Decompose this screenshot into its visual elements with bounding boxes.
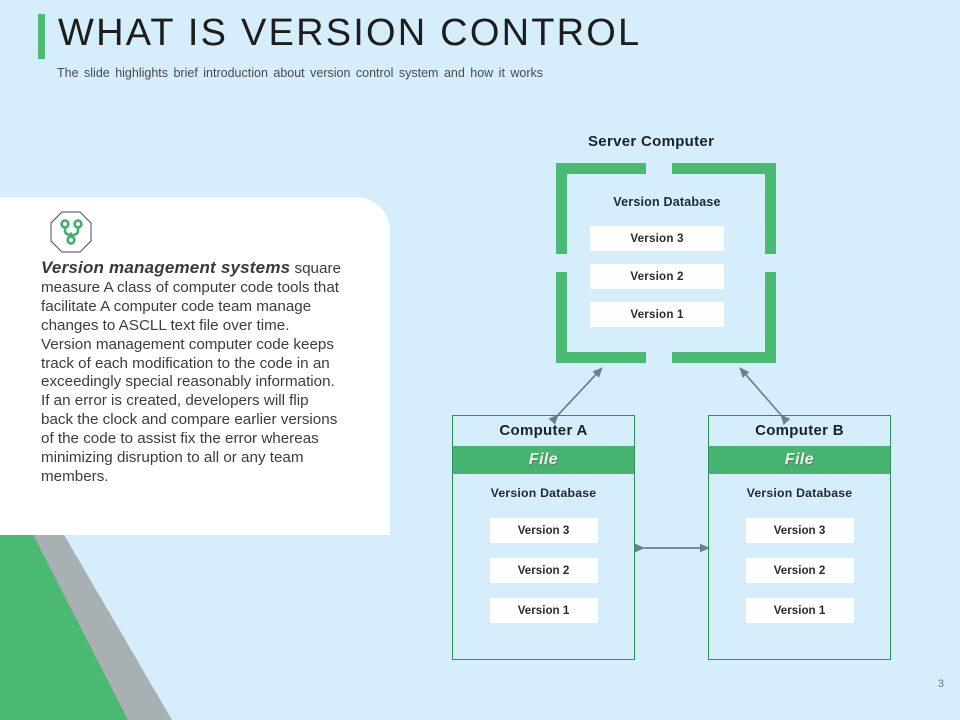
server-database-label: Version Database — [613, 195, 721, 209]
computer-a-title: Computer A — [499, 422, 588, 439]
computer-b-version-box: Version 1 — [745, 598, 854, 623]
computer-b-box: Computer B File Version Database Version… — [708, 415, 891, 660]
server-frame-bar-left-upper — [556, 163, 567, 254]
server-frame-bar-right-lower — [765, 272, 776, 363]
computer-a-version-box: Version 1 — [489, 598, 598, 623]
computer-a-version-box: Version 2 — [489, 558, 598, 583]
panel-text-block: Version management systems square measur… — [41, 258, 341, 487]
computer-a-box: Computer A File Version Database Version… — [452, 415, 635, 660]
server-version-box: Version 3 — [590, 226, 724, 251]
server-frame-bar-right-upper — [765, 163, 776, 254]
computer-b-version-box: Version 3 — [745, 518, 854, 543]
page-number: 3 — [937, 678, 944, 690]
arrow-server-to-computer-a — [548, 367, 603, 425]
server-frame-bar-top-right — [672, 163, 776, 174]
info-panel: Version management systems square measur… — [0, 197, 390, 535]
computer-a-file-band: File — [453, 446, 634, 474]
server-version-box: Version 1 — [590, 302, 724, 327]
panel-body: square measure A class of computer code … — [41, 260, 341, 485]
computer-b-version-box: Version 2 — [745, 558, 854, 583]
arrow-server-to-computer-b — [739, 367, 791, 425]
server-frame-bar-left-lower — [556, 272, 567, 363]
server-computer-label: Server Computer — [588, 133, 715, 150]
server-frame — [556, 163, 776, 363]
server-frame-bar-bottom-left — [556, 352, 646, 363]
computer-b-database-label: Version Database — [746, 486, 853, 500]
page-subtitle: The slide highlights brief introduction … — [57, 66, 544, 80]
page-title: WHAT IS VERSION CONTROL — [58, 12, 642, 54]
computer-b-title: Computer B — [755, 422, 844, 439]
server-frame-bar-top-left — [556, 163, 646, 174]
computer-a-version-box: Version 3 — [489, 518, 598, 543]
computer-a-database-label: Version Database — [490, 486, 597, 500]
git-branch-icon — [50, 211, 92, 253]
server-version-box: Version 2 — [590, 264, 724, 289]
panel-heading: Version management systems — [41, 258, 291, 277]
server-frame-bar-bottom-right — [672, 352, 776, 363]
title-accent-bar — [38, 14, 45, 59]
computer-b-file-band: File — [709, 446, 890, 474]
